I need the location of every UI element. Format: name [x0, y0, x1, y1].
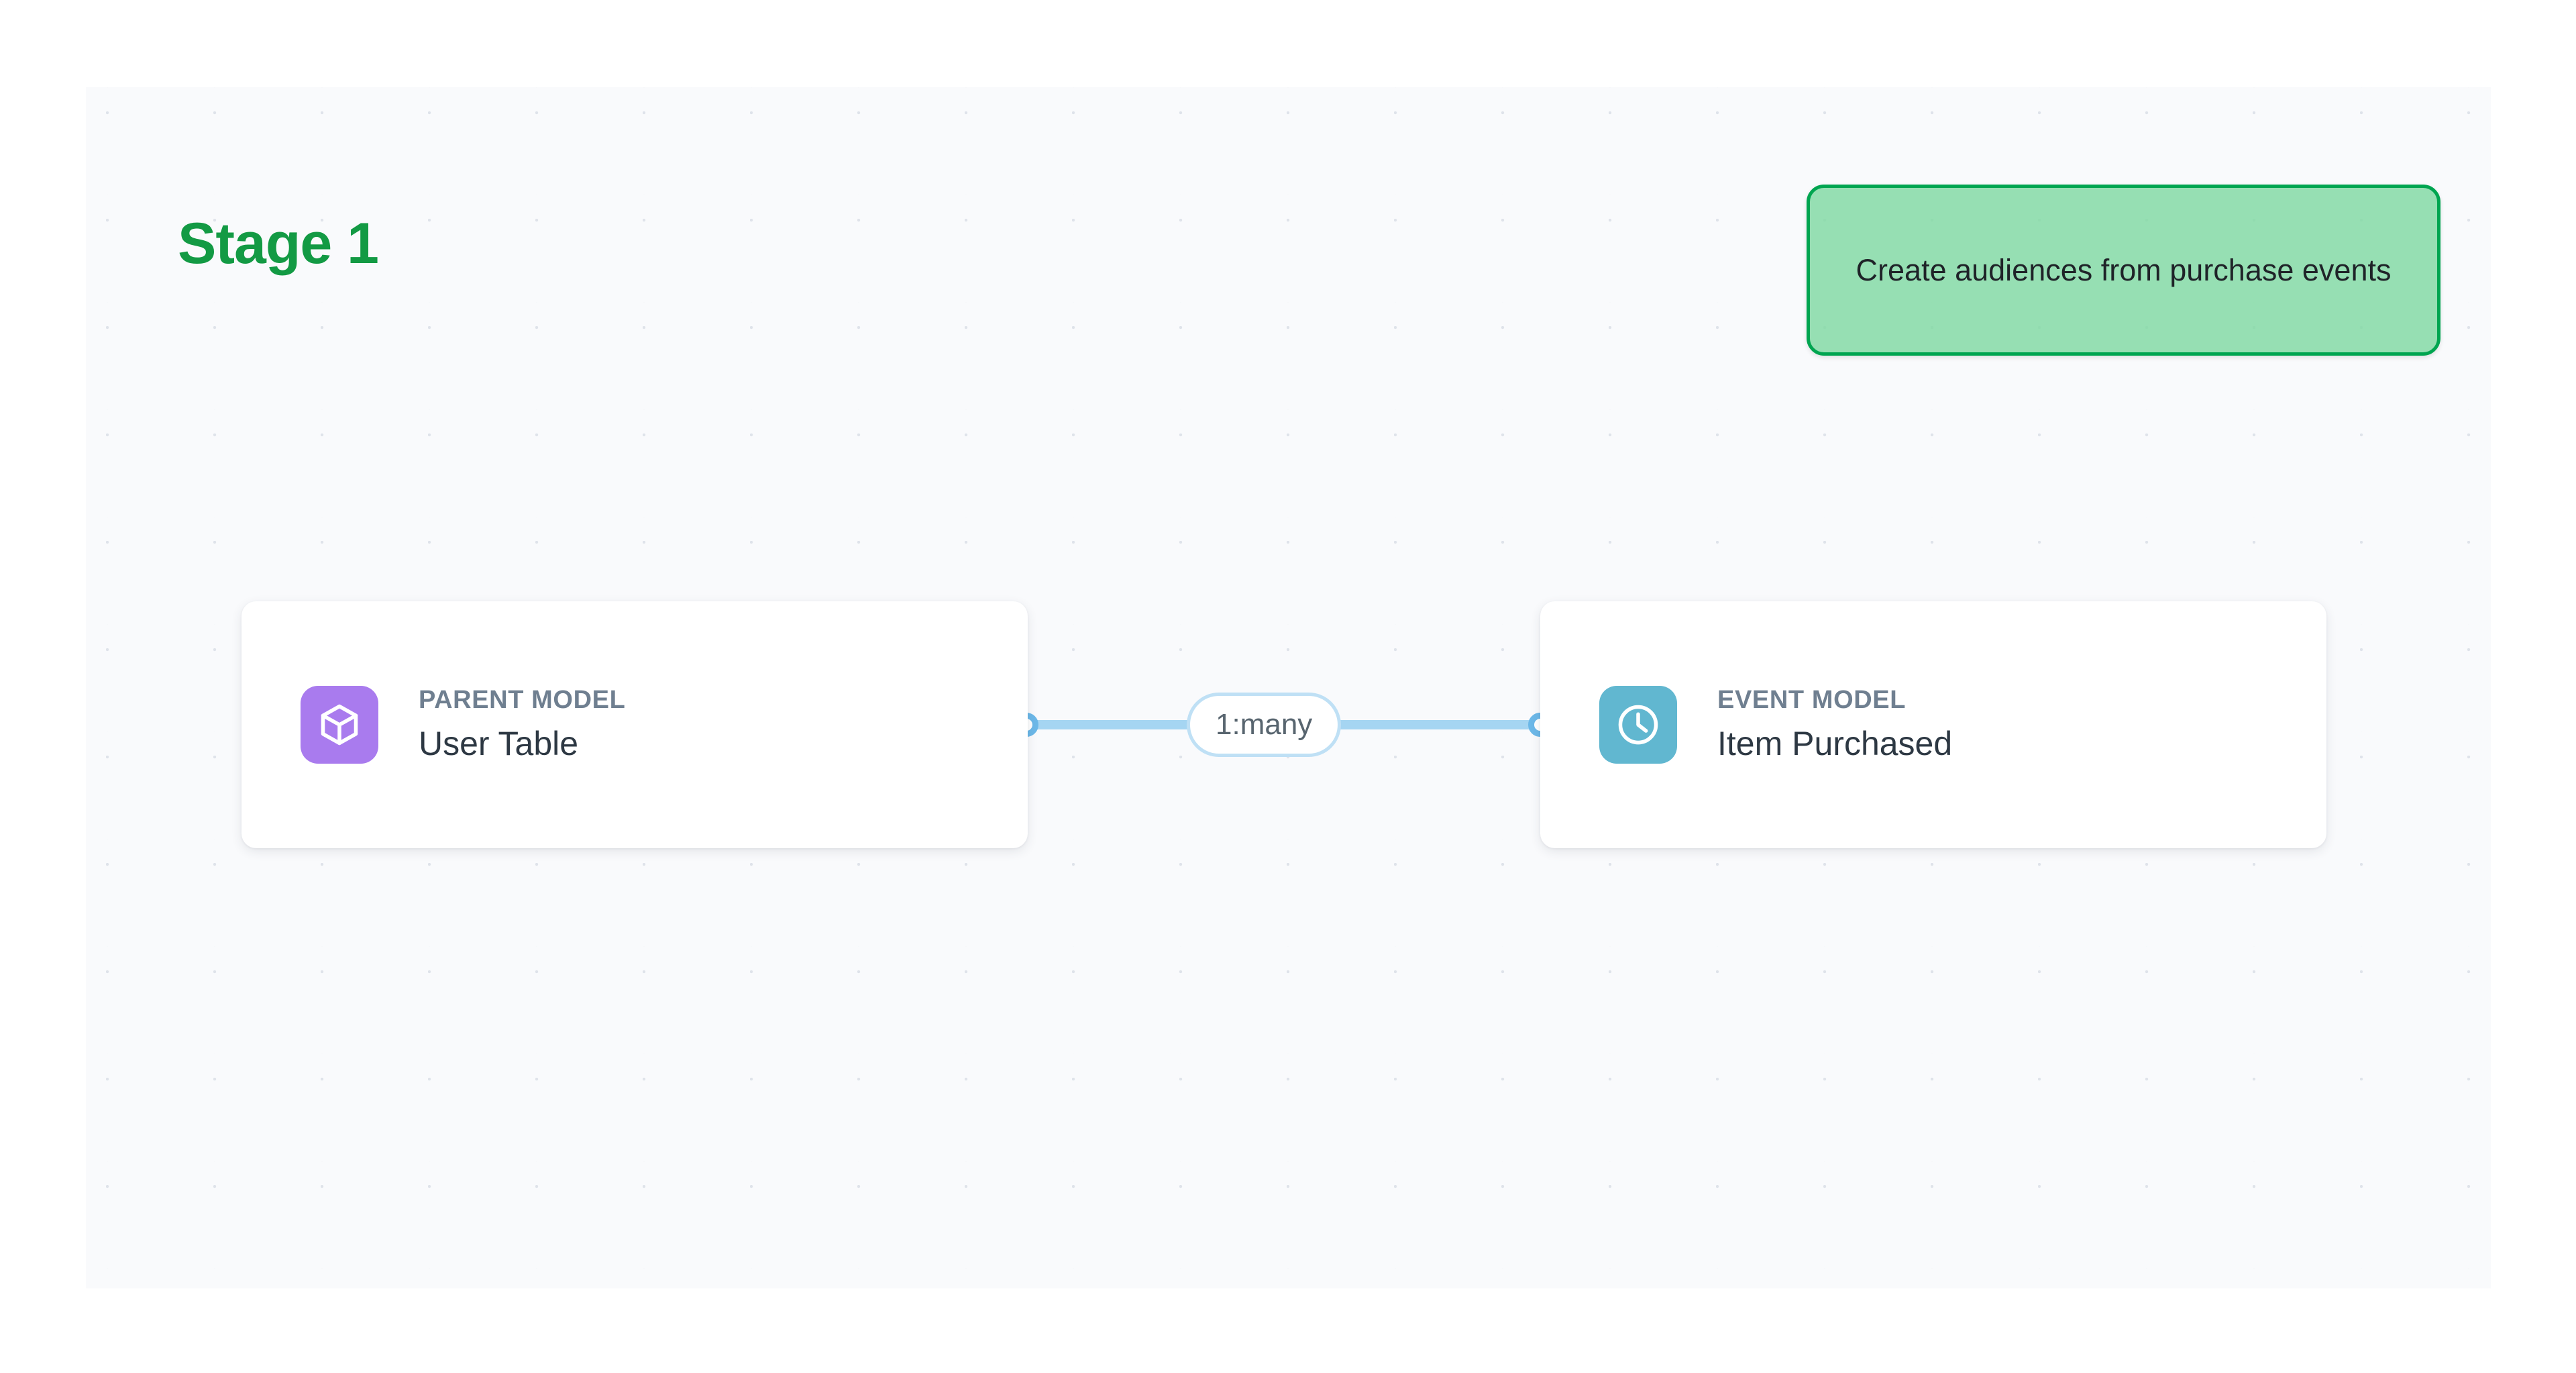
node-parent-model-text: PARENT MODEL User Table	[419, 686, 625, 763]
node-event-model[interactable]: EVENT MODEL Item Purchased	[1540, 601, 2326, 848]
relationship-cardinality-badge[interactable]: 1:many	[1187, 693, 1342, 757]
node-parent-model-title: User Table	[419, 725, 579, 763]
page-title: Stage 1	[178, 211, 379, 276]
callout-text: Create audiences from purchase events	[1856, 252, 2392, 287]
callout-box: Create audiences from purchase events	[1807, 185, 2440, 356]
node-parent-model[interactable]: PARENT MODEL User Table	[241, 601, 1028, 848]
cube-icon	[301, 686, 378, 764]
clock-icon	[1599, 686, 1677, 764]
node-event-model-kicker: EVENT MODEL	[1717, 686, 1907, 715]
node-parent-model-kicker: PARENT MODEL	[419, 686, 626, 715]
relationship-cardinality-label: 1:many	[1216, 708, 1313, 741]
node-event-model-text: EVENT MODEL Item Purchased	[1717, 686, 1952, 763]
node-event-model-title: Item Purchased	[1717, 725, 1953, 763]
